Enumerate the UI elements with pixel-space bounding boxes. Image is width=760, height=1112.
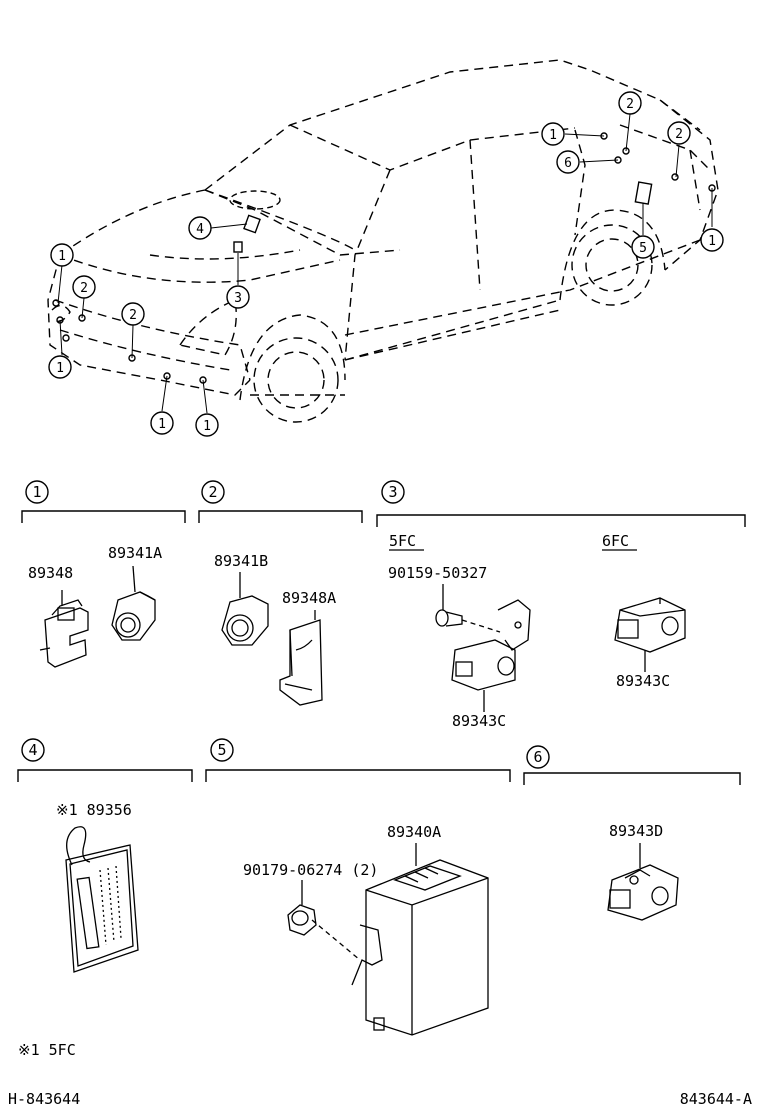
svg-text:4: 4: [28, 741, 37, 759]
svg-text:1: 1: [158, 417, 166, 432]
part-89356: ※1 89356: [56, 801, 132, 819]
callout-1: 1: [48, 355, 72, 379]
section-4: 4 ※1 89356: [17, 738, 193, 973]
section-3: 3 5FC 6FC 90159-50327 89343C 89343C: [376, 480, 746, 730]
part-89343D: 89343D: [609, 822, 663, 840]
section-4-bracket: [17, 769, 193, 782]
section-5-bracket: [205, 769, 511, 782]
callout-2: 2: [121, 302, 145, 326]
sensor-89341A-drawing: [111, 565, 156, 641]
part-89341B: 89341B: [214, 552, 268, 570]
callout-leaders: [57, 113, 713, 414]
section-2-badge: 2: [201, 480, 225, 504]
callout-2: 2: [618, 91, 642, 115]
variant-5FC: 5FC: [389, 532, 416, 550]
svg-text:1: 1: [549, 128, 557, 143]
label-89356-drawing: [65, 826, 139, 973]
section-6-badge: 6: [526, 745, 550, 769]
svg-text:5: 5: [639, 241, 647, 256]
svg-text:1: 1: [58, 249, 66, 264]
sensor-89341B-drawing: [221, 572, 269, 646]
svg-text:6: 6: [533, 748, 542, 766]
part-90179-06274: 90179-06274 (2): [243, 861, 378, 879]
svg-text:1: 1: [203, 419, 211, 434]
svg-text:2: 2: [80, 281, 88, 296]
variant-6FC: 6FC: [602, 532, 629, 550]
svg-text:1: 1: [708, 234, 716, 249]
callout-6: 6: [556, 150, 580, 174]
section-6: 6 89343D: [523, 745, 741, 921]
part-89341A: 89341A: [108, 544, 162, 562]
svg-text:1: 1: [32, 483, 41, 501]
callout-4: 4: [188, 216, 212, 240]
section-1: 1 89348 89341A: [21, 480, 186, 668]
callout-1: 1: [195, 413, 219, 437]
diagram-code-right: 843644-A: [680, 1090, 752, 1108]
svg-text:1: 1: [56, 361, 64, 376]
section-1-bracket: [21, 510, 186, 523]
svg-text:2: 2: [208, 483, 217, 501]
section-2: 2 89341B 89348A: [198, 480, 363, 706]
footnote: ※1 5FC: [18, 1041, 76, 1059]
part-90159-50327: 90159-50327: [388, 564, 487, 582]
callout-2: 2: [72, 275, 96, 299]
diagram-code-left: H-843644: [8, 1090, 80, 1108]
car-overview-drawing: [47, 59, 719, 423]
svg-text:4: 4: [196, 222, 204, 237]
callout-3: 3: [226, 285, 250, 309]
sensor-89343C-6FC-drawing: [614, 597, 686, 672]
callout-1: 1: [700, 228, 724, 252]
nut-90179-drawing: [287, 880, 317, 936]
bolt-90159-drawing: [435, 584, 501, 633]
part-89340A: 89340A: [387, 823, 441, 841]
callout-5: 5: [631, 235, 655, 259]
section-1-badge: 1: [25, 480, 49, 504]
callout-1: 1: [150, 411, 174, 435]
svg-text:2: 2: [675, 127, 683, 142]
section-4-badge: 4: [21, 738, 45, 762]
section-3-bracket: [376, 514, 746, 527]
section-2-bracket: [198, 510, 363, 523]
overview-callouts: 1 2 2 1 1 1 3 4 1 2 6 2 5 1: [48, 91, 724, 437]
part-89348A: 89348A: [282, 589, 336, 607]
sensor-89343C-5FC-drawing: [451, 599, 531, 712]
section-3-badge: 3: [381, 480, 405, 504]
callout-1: 1: [50, 243, 74, 267]
sensor-89343D-drawing: [607, 843, 679, 921]
section-5-badge: 5: [210, 738, 234, 762]
section-6-bracket: [523, 772, 741, 785]
callout-2: 2: [667, 121, 691, 145]
svg-text:2: 2: [129, 308, 137, 323]
clip-89348-drawing: [39, 590, 89, 668]
callout-1: 1: [541, 122, 565, 146]
part-89343C-6FC: 89343C: [616, 672, 670, 690]
section-5: 5 89340A 90179-06274 (2): [205, 738, 511, 1036]
part-89348: 89348: [28, 564, 73, 582]
clip-89348A-drawing: [279, 610, 323, 706]
ecu-89340A-drawing: [311, 843, 489, 1036]
svg-text:3: 3: [388, 483, 397, 501]
svg-text:3: 3: [234, 291, 242, 306]
svg-text:6: 6: [564, 156, 572, 171]
svg-text:5: 5: [217, 741, 226, 759]
part-89343C-5FC: 89343C: [452, 712, 506, 730]
svg-text:2: 2: [626, 97, 634, 112]
